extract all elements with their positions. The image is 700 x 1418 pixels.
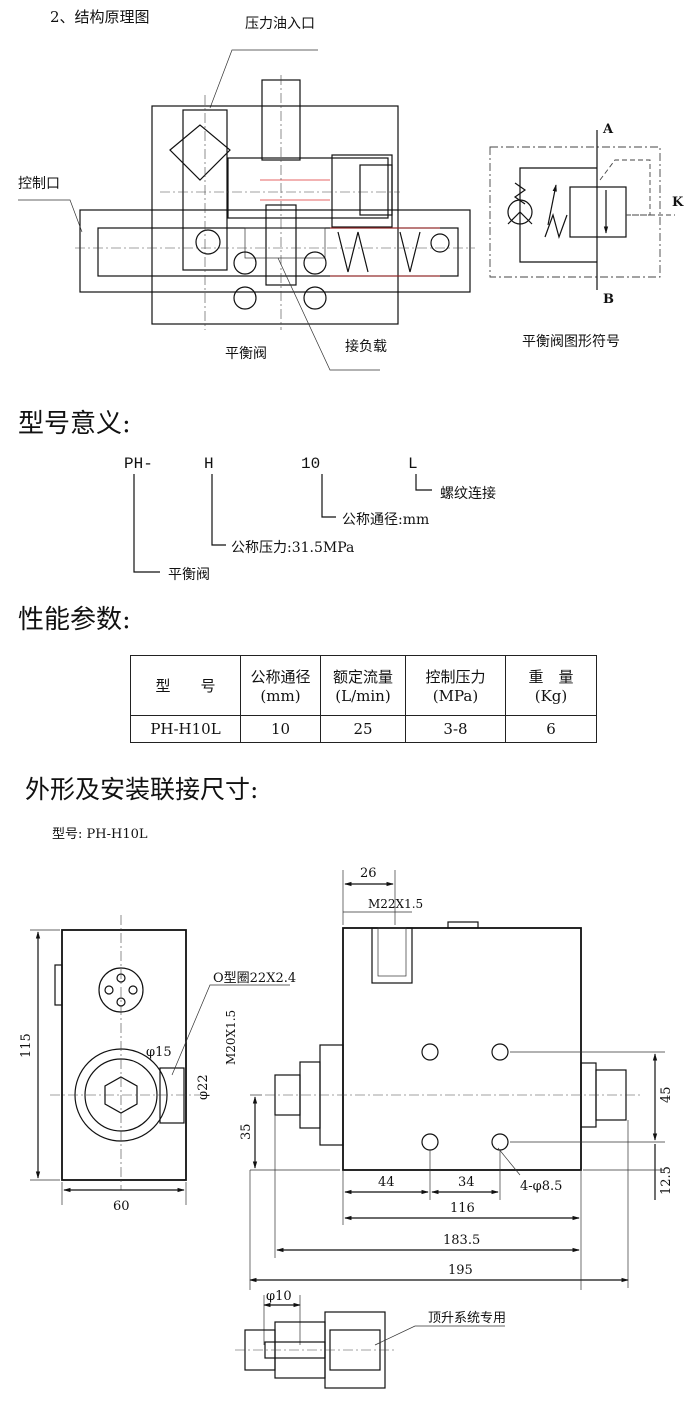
cell-diameter: 10 bbox=[240, 715, 321, 743]
header-diameter-unit: (mm) bbox=[260, 687, 301, 705]
pressure-inlet-label: 压力油入口 bbox=[245, 16, 315, 32]
header-flow-unit: (L/min) bbox=[335, 687, 391, 705]
cell-weight: 6 bbox=[505, 715, 597, 743]
side-view-drawing bbox=[30, 915, 290, 1205]
jack-fitting-drawing bbox=[235, 1295, 505, 1389]
cell-pressure: 3-8 bbox=[405, 715, 506, 743]
control-port-leader bbox=[18, 199, 83, 233]
header-pressure: 控制压力(MPa) bbox=[405, 655, 506, 716]
dim-26: 26 bbox=[360, 866, 377, 881]
dim-60: 60 bbox=[113, 1199, 130, 1214]
code-h: H bbox=[204, 455, 214, 473]
dimensions-model-line: 型号: PH-H10L bbox=[52, 827, 148, 842]
table-row: PH-H10L 10 25 3-8 6 bbox=[130, 715, 597, 743]
header-pressure-label: 控制压力 bbox=[425, 668, 486, 686]
dim-m22: M22X1.5 bbox=[368, 897, 423, 911]
port-k-label: K bbox=[672, 195, 684, 210]
dim-44: 44 bbox=[378, 1175, 395, 1190]
header-flow: 额定流量(L/min) bbox=[320, 655, 406, 716]
port-b-label: B bbox=[603, 292, 614, 307]
code-10: 10 bbox=[301, 455, 320, 473]
header-diameter-label: 公称通径 bbox=[250, 668, 311, 686]
valve-cross-section bbox=[75, 75, 475, 330]
dimensions-heading: 外形及安装联接尺寸: bbox=[25, 775, 258, 804]
pressure-inlet-leader bbox=[209, 49, 318, 109]
performance-heading: 性能参数: bbox=[18, 605, 131, 635]
load-port-label: 接负载 bbox=[345, 338, 387, 355]
cell-model: PH-H10L bbox=[130, 715, 241, 743]
header-weight-unit: (Kg) bbox=[534, 687, 568, 705]
structure-title: 2、结构原理图 bbox=[50, 8, 150, 26]
model-meaning-heading: 型号意义: bbox=[18, 409, 131, 439]
header-pressure-unit: (MPa) bbox=[432, 687, 479, 705]
dim-12-5: 12.5 bbox=[659, 1166, 674, 1195]
code-ph-explanation: 平衡阀 bbox=[168, 567, 210, 583]
header-flow-label: 额定流量 bbox=[332, 668, 393, 686]
dim-115: 115 bbox=[19, 1033, 34, 1058]
valve-name-label: 平衡阀 bbox=[225, 346, 267, 362]
dim-195: 195 bbox=[448, 1263, 473, 1278]
port-a-label: A bbox=[602, 122, 614, 137]
model-brackets bbox=[133, 474, 432, 573]
header-weight-label: 重 量 bbox=[528, 668, 574, 686]
symbol-caption: 平衡阀图形符号 bbox=[522, 334, 620, 350]
front-view-drawing bbox=[249, 870, 665, 1290]
dim-116: 116 bbox=[450, 1201, 475, 1216]
dim-45: 45 bbox=[659, 1086, 674, 1103]
header-model-label: 型 号 bbox=[155, 677, 216, 695]
dim-phi15: φ15 bbox=[146, 1045, 172, 1060]
performance-table: 型 号 公称通径(mm) 额定流量(L/min) 控制压力(MPa) 重 量(K… bbox=[130, 655, 597, 743]
oring-label: O型圈22X2.4 bbox=[213, 971, 296, 986]
dim-35: 35 bbox=[239, 1123, 254, 1140]
header-weight: 重 量(Kg) bbox=[505, 655, 597, 716]
dim-phi10: φ10 bbox=[266, 1289, 292, 1304]
jack-note: 顶升系统专用 bbox=[428, 1311, 506, 1326]
dim-holes: 4-φ8.5 bbox=[520, 1179, 562, 1194]
cell-flow: 25 bbox=[320, 715, 406, 743]
dim-183-5: 183.5 bbox=[443, 1233, 480, 1248]
code-10-explanation: 公称通径:mm bbox=[342, 512, 429, 528]
code-l: L bbox=[408, 455, 418, 473]
dim-m20: M20X1.5 bbox=[224, 1010, 238, 1065]
header-diameter: 公称通径(mm) bbox=[240, 655, 321, 716]
dim-34: 34 bbox=[458, 1175, 475, 1190]
code-ph: PH- bbox=[124, 455, 153, 473]
control-port-label: 控制口 bbox=[18, 176, 60, 192]
load-port-leader bbox=[277, 257, 380, 371]
code-l-explanation: 螺纹连接 bbox=[440, 485, 496, 502]
header-model: 型 号 bbox=[130, 655, 241, 716]
balance-valve-symbol bbox=[489, 130, 675, 290]
code-h-explanation: 公称压力:31.5MPa bbox=[231, 540, 354, 556]
dim-phi22: φ22 bbox=[196, 1074, 211, 1100]
